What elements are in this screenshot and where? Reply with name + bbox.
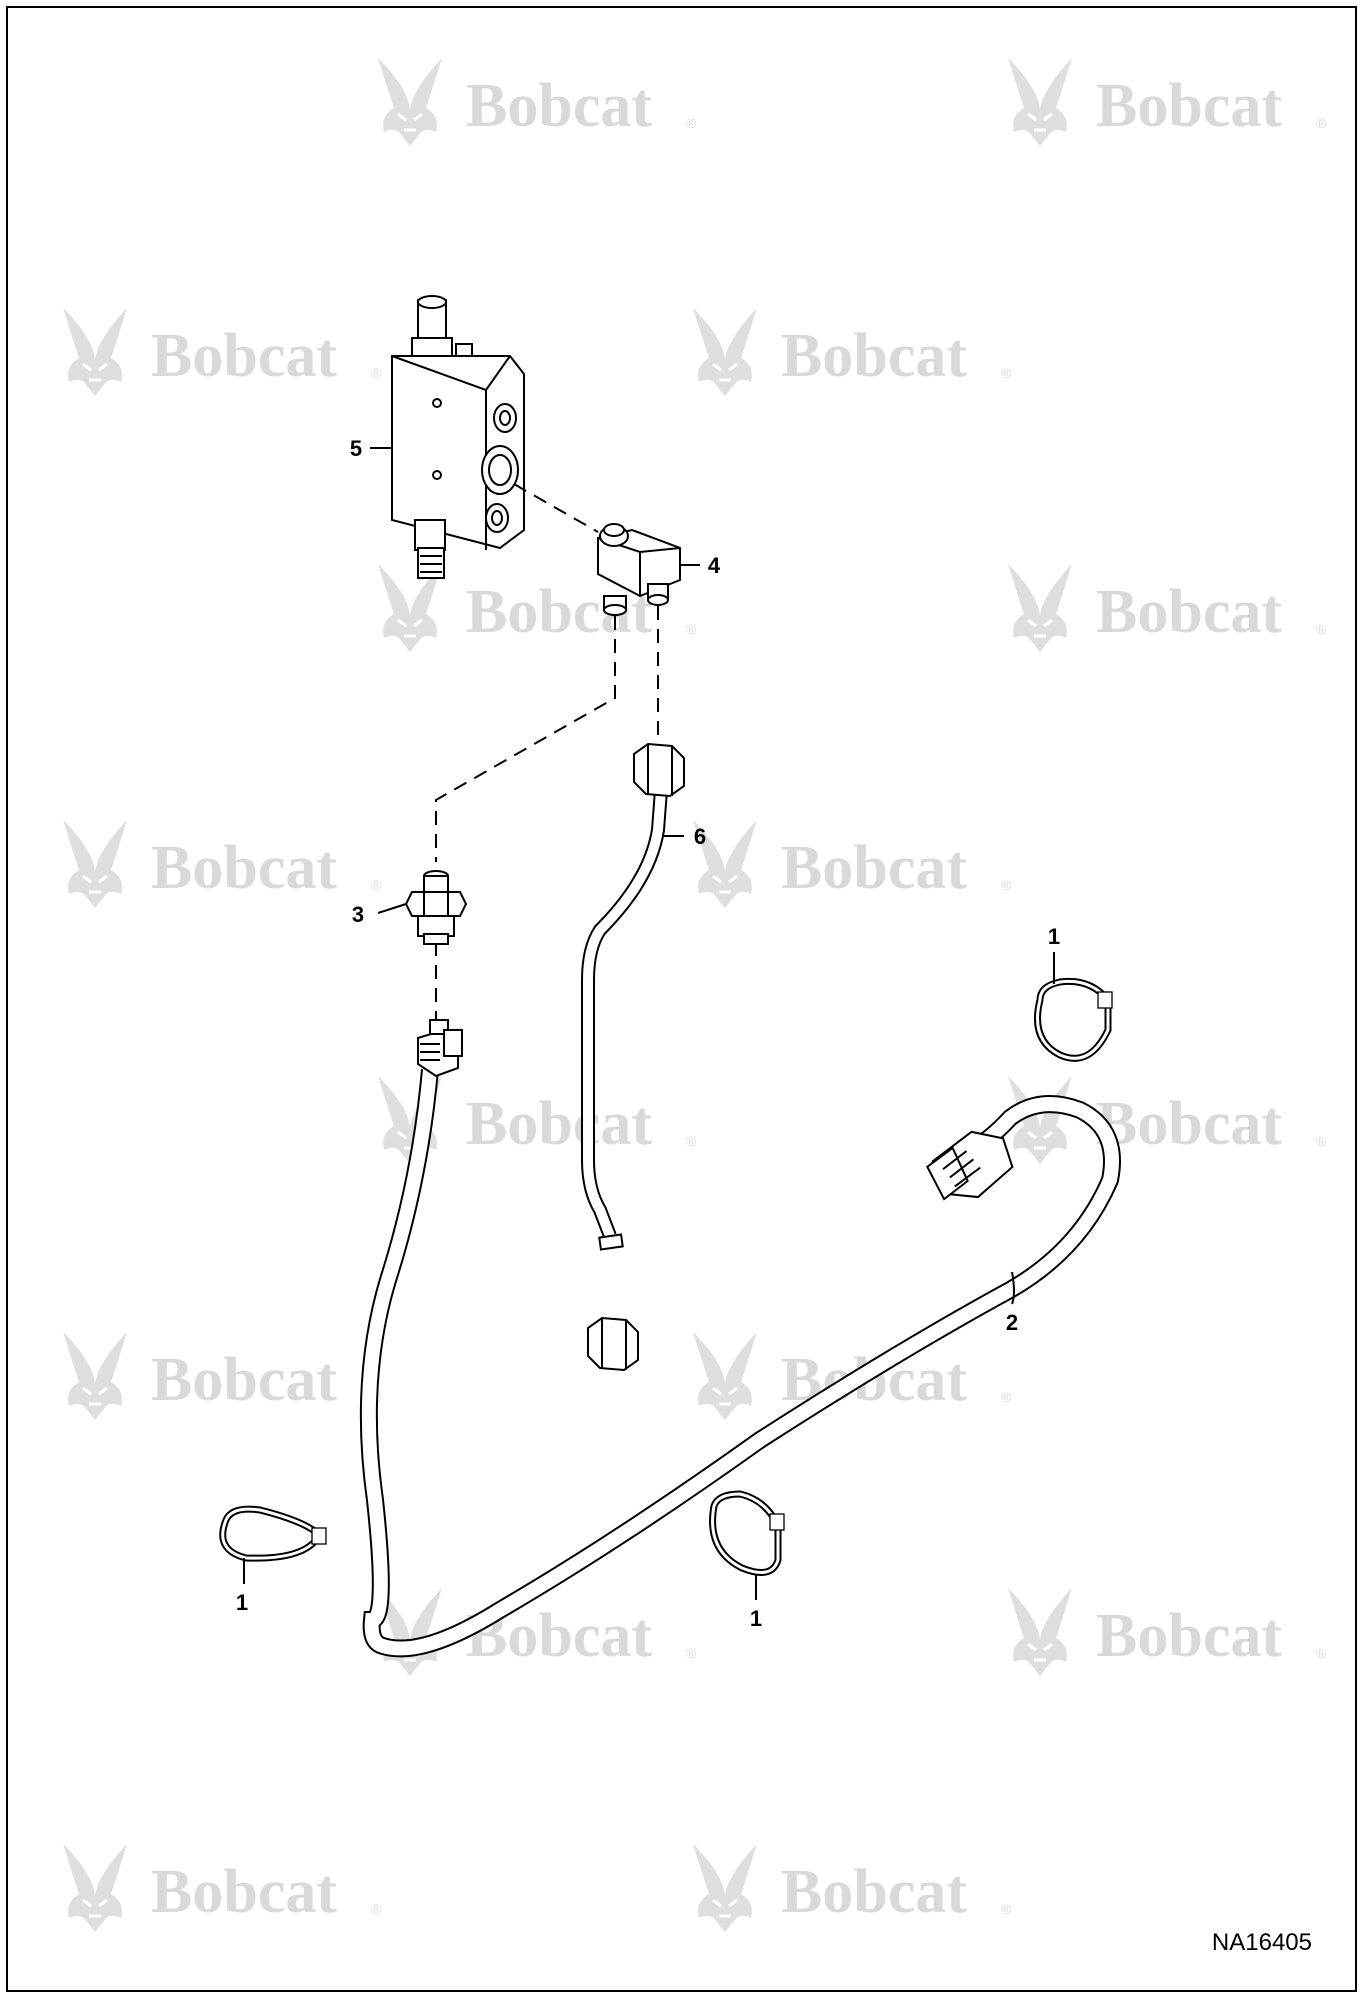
watermark-registered-mark: ®: [1001, 1389, 1012, 1405]
watermark-text: Bobcat: [466, 1090, 652, 1158]
sensor-leader: [377, 903, 407, 914]
watermark-text: Bobcat: [151, 322, 337, 390]
watermark: Bobcat ®: [691, 1842, 1012, 1934]
watermark: Bobcat®: [61, 1330, 382, 1422]
valve-part: [391, 295, 525, 579]
bobcat-logo-icon: [691, 306, 759, 398]
watermark-registered-mark: ®: [1316, 115, 1327, 131]
watermark: Bobcat ®: [376, 56, 697, 148]
bobcat-logo-icon: [1006, 1586, 1074, 1678]
watermark-text: Bobcat: [781, 322, 967, 390]
callout-valve: 5: [350, 436, 362, 461]
watermark: Bobcat ®: [61, 306, 382, 398]
watermark-registered-mark: ®: [371, 365, 382, 381]
tube-part: [581, 742, 685, 1372]
strap-left: [219, 1505, 327, 1562]
watermark-text: Bobcat: [1096, 578, 1282, 646]
watermark: Bobcat ®: [376, 1074, 697, 1166]
bobcat-logo-icon: [1006, 56, 1074, 148]
callout-sensor: 3: [352, 902, 364, 927]
bobcat-logo-icon: [691, 1842, 759, 1934]
watermark-registered-mark: ®: [1316, 1645, 1327, 1661]
callout-elbow-fitting: 4: [708, 553, 721, 578]
bobcat-logo-icon: [691, 1330, 759, 1422]
callout-strap-bottom-mid: 1: [750, 1606, 762, 1631]
strap-bottom-mid: [709, 1490, 785, 1576]
elbow-to-sensor-path: [435, 616, 616, 862]
bobcat-logo-icon: [1006, 562, 1074, 654]
drawing-reference: NA16405: [1212, 1929, 1312, 1956]
watermark: Bobcat ®: [691, 818, 1012, 910]
watermark-text: Bobcat: [781, 1858, 967, 1926]
watermark-registered-mark: ®: [1316, 621, 1327, 637]
watermark: Bobcat ®: [61, 818, 382, 910]
watermark-registered-mark: ®: [1001, 877, 1012, 893]
watermark-registered-mark: ®: [1001, 365, 1012, 381]
callout-tube: 6: [694, 824, 706, 849]
callout-strap-left: 1: [236, 1590, 248, 1615]
watermark-registered-mark: ®: [1316, 1133, 1327, 1149]
watermark: Bobcat ®: [1006, 1586, 1327, 1678]
watermark: Bobcat®: [376, 1586, 697, 1678]
watermark-text: Bobcat: [781, 834, 967, 902]
watermark-registered-mark: ®: [371, 877, 382, 893]
watermark-registered-mark: ®: [686, 621, 697, 637]
harness-part: [359, 1019, 1121, 1658]
watermark-layer: Bobcat ® Bobcat ® Bobcat ® Bobcat ® Bobcat ® Bobca…: [61, 56, 1327, 1934]
sensor-part: [404, 870, 468, 945]
watermark-text: Bobcat: [151, 834, 337, 902]
harness-leader: [1011, 1271, 1015, 1305]
valve-to-elbow-path: [513, 483, 599, 533]
watermark-text: Bobcat: [466, 72, 652, 140]
callout-strap-top-right: 1: [1048, 924, 1060, 949]
watermark-registered-mark: ®: [1001, 1901, 1012, 1917]
watermark-text: Bobcat: [1096, 72, 1282, 140]
watermark-registered-mark: ®: [371, 1901, 382, 1917]
bobcat-logo-icon: [61, 818, 129, 910]
watermark-text: Bobcat: [151, 1346, 337, 1414]
bobcat-logo-icon: [61, 1330, 129, 1422]
bobcat-logo-icon: [61, 306, 129, 398]
elbow-fitting-part: [597, 523, 681, 616]
watermark: Bobcat ®: [1006, 56, 1327, 148]
bobcat-logo-icon: [376, 56, 444, 148]
watermark-registered-mark: ®: [686, 115, 697, 131]
watermark: Bobcat ®: [1006, 1074, 1327, 1166]
watermark: Bobcat ®: [61, 1842, 382, 1934]
diagram-frame: [6, 6, 1357, 1992]
watermark-text: Bobcat: [1096, 1090, 1282, 1158]
bobcat-logo-icon: [61, 1842, 129, 1934]
watermark: Bobcat ®: [1006, 562, 1327, 654]
watermark-text: Bobcat: [151, 1858, 337, 1926]
strap-top-right: [1034, 977, 1113, 1062]
callout-harness: 2: [1006, 1310, 1018, 1335]
watermark-registered-mark: ®: [686, 1133, 697, 1149]
watermark-text: Bobcat: [1096, 1602, 1282, 1670]
watermark-registered-mark: ®: [686, 1645, 697, 1661]
watermark: Bobcat ®: [691, 306, 1012, 398]
